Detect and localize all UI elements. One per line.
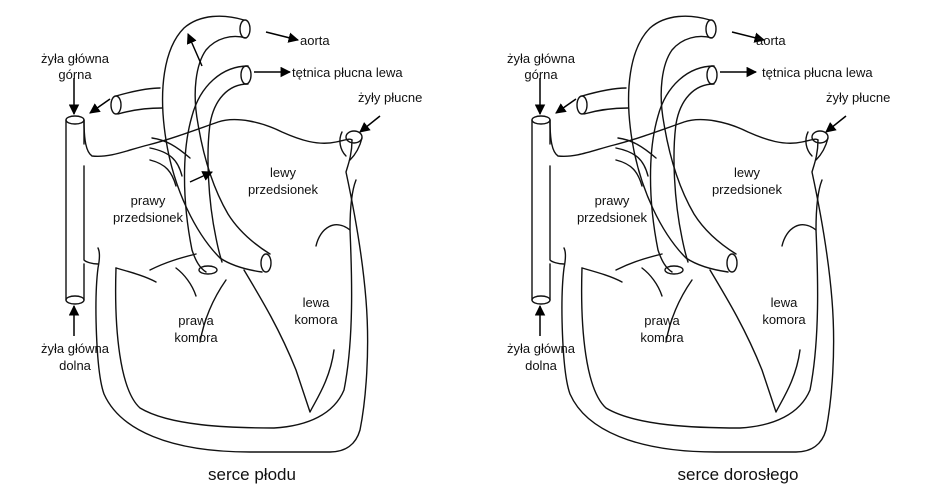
label-aorta: aorta	[756, 33, 786, 48]
label-right-ventricle-line2: komora	[640, 330, 684, 345]
label-left-atrium-line2: przedsionek	[248, 182, 319, 197]
label-right-atrium-line1: prawy	[595, 193, 630, 208]
label-right-atrium-line2: przedsionek	[113, 210, 184, 225]
label-svc-line2: górna	[58, 67, 92, 82]
caption-fetal: serce płodu	[208, 465, 296, 484]
caption-adult: serce dorosłego	[678, 465, 799, 484]
ductus-arrow	[188, 34, 202, 66]
label-right-ventricle-line1: prawa	[644, 313, 680, 328]
label-ivc-line2: dolna	[59, 358, 92, 373]
label-ivc-line2: dolna	[525, 358, 558, 373]
label-left-ventricle-line1: lewa	[303, 295, 331, 310]
label-left-ventricle-line2: komora	[762, 312, 806, 327]
label-right-atrium-line1: prawy	[131, 193, 166, 208]
label-svc-line1: żyła główna	[507, 51, 576, 66]
label-ivc-line1: żyła główna	[507, 341, 576, 356]
label-svc-line2: górna	[524, 67, 558, 82]
label-left-atrium-line2: przedsionek	[712, 182, 783, 197]
label-right-ventricle-line1: prawa	[178, 313, 214, 328]
label-left-atrium-line1: lewy	[270, 165, 297, 180]
label-right-atrium-line2: przedsionek	[577, 210, 648, 225]
adult-heart-drawing	[532, 16, 846, 452]
label-pulmonary-artery: tętnica płucna lewa	[292, 65, 403, 80]
label-left-ventricle-line1: lewa	[771, 295, 799, 310]
label-left-ventricle-line2: komora	[294, 312, 338, 327]
adult-heart-panel: aorta tętnica płucna lewa żyły płucne ży…	[507, 16, 890, 484]
label-pulmonary-veins: żyły płucne	[358, 90, 422, 105]
fetal-heart-drawing	[66, 16, 380, 452]
label-left-atrium-line1: lewy	[734, 165, 761, 180]
label-aorta: aorta	[300, 33, 330, 48]
label-right-ventricle-line2: komora	[174, 330, 218, 345]
label-svc-line1: żyła główna	[41, 51, 110, 66]
label-pulmonary-artery: tętnica płucna lewa	[762, 65, 873, 80]
label-pulmonary-veins: żyły płucne	[826, 90, 890, 105]
label-ivc-line1: żyła główna	[41, 341, 110, 356]
fetal-heart-panel: aorta tętnica płucna lewa żyły płucne ży…	[41, 16, 422, 484]
